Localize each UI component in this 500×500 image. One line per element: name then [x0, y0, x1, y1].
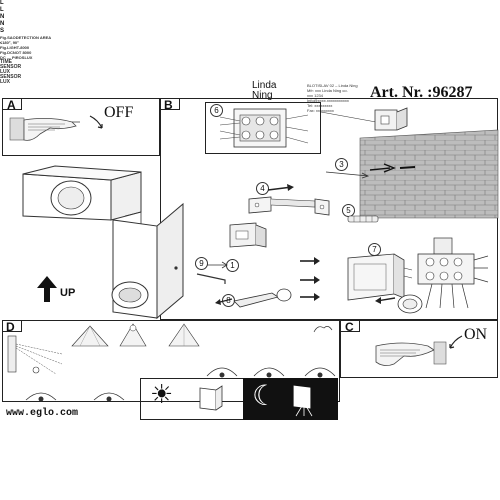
lux-dial[interactable]	[303, 362, 337, 378]
sensor-cover-arrow	[375, 297, 396, 304]
panel-b-label-box	[160, 98, 180, 110]
screw-arrow-3	[300, 293, 320, 301]
screwdriver-arrow	[207, 261, 228, 269]
sensor-dial-2[interactable]	[24, 388, 58, 402]
light-range-diagram	[119, 323, 147, 347]
terminal-label-l1: L	[0, 0, 4, 6]
lux-label-2: LUX	[0, 79, 10, 85]
brand-line-1: Linda	[252, 80, 277, 91]
screw-arrow-2	[300, 276, 320, 284]
sensor-label-2: SENSOR	[0, 74, 22, 80]
panel-c-label: C	[345, 320, 354, 334]
detection-area-caption: Fig.SAODETECTION AREA	[0, 35, 52, 40]
panel-a	[2, 98, 160, 156]
dc-pirolux-label: DC — PIROSLUX	[0, 55, 33, 60]
sun-icon: ☀	[150, 380, 174, 410]
terminal-block-illustration	[219, 108, 309, 148]
panel-c	[340, 320, 498, 378]
bracket-top-illustration	[374, 107, 408, 131]
small-line: BLOTISLAV 02 – Linda Ning	[307, 83, 358, 88]
panel-b-label: B	[164, 98, 173, 112]
small-line: xxx 1234	[307, 93, 324, 98]
hand-switch-off-illustration	[9, 117, 80, 141]
panel-a-label-box	[2, 98, 22, 110]
housing-top-part	[229, 222, 267, 248]
gland-arrow	[215, 298, 233, 305]
sensor-angle-caption: ≤180°, 90°	[0, 40, 19, 45]
detail-leader-line	[320, 111, 377, 123]
time-dial[interactable]	[205, 362, 239, 378]
step-3-marker: 3	[335, 158, 348, 171]
drill-arrow	[325, 171, 370, 179]
up-arrow-icon	[37, 276, 57, 302]
sensor-cover	[397, 294, 423, 314]
panel-d-label-box	[2, 320, 22, 332]
terminal-label-s: S	[0, 28, 5, 34]
brand-name: Linda Ning	[252, 81, 276, 101]
cable-gland	[233, 288, 292, 308]
lamp-illustration	[22, 165, 184, 320]
brick-wall	[359, 129, 499, 219]
lux-dial-2[interactable]	[92, 388, 126, 402]
detection-area-diagram	[7, 335, 63, 375]
step-4-arrow	[267, 184, 294, 191]
brand-line-2: Ning	[252, 90, 273, 101]
terminal-block-wired	[417, 237, 489, 309]
panel-d	[2, 320, 340, 402]
panel-c-label-box	[340, 320, 360, 332]
panel-a-label: A	[7, 98, 16, 112]
hand-switch-on-illustration	[375, 341, 447, 366]
article-number: Art. Nr. :96287	[370, 84, 473, 101]
screw-arrow-1	[300, 257, 320, 265]
time-label: TIME	[0, 59, 12, 65]
lamp-small-icon	[199, 385, 223, 411]
off-label: OFF	[104, 104, 134, 121]
off-arrow	[89, 115, 103, 129]
step-4-marker: 4	[256, 182, 269, 195]
moon-icon: ☾	[252, 379, 278, 412]
footer-url[interactable]: www.eglo.com	[6, 408, 79, 419]
terminal-detail-frame	[205, 102, 321, 154]
hand-sensor-icon	[313, 326, 333, 333]
terminal-label-n2: N	[0, 21, 5, 27]
terminal-label-n1: N	[0, 14, 5, 20]
screw-anchor	[347, 215, 379, 223]
step-6-marker: 6	[210, 104, 223, 117]
on-label: ON	[464, 326, 488, 343]
sensor-label: SENSOR	[0, 64, 22, 70]
lux-label: LUX	[0, 69, 10, 75]
on-arrow	[449, 335, 463, 349]
step-9-marker: 9	[195, 257, 208, 270]
mounting-bracket	[248, 196, 330, 216]
terminal-label-l2: L	[0, 7, 4, 13]
small-line: Info@xxxx.xxxxxxxxxxx	[307, 98, 349, 103]
allen-key	[196, 273, 226, 284]
small-line: Tel: xxxxxxxxx	[307, 103, 333, 108]
panel-d-label: D	[6, 320, 15, 334]
sensor-angle-diagram	[71, 325, 109, 347]
sensor-dial[interactable]	[252, 362, 286, 378]
small-line: Mfr: xxx Linda Ning co.	[307, 88, 348, 93]
night-panel	[243, 378, 338, 420]
lamp-light-icon	[293, 385, 313, 417]
dot-caption: Fig.DCNOT 8000	[0, 50, 32, 55]
dot-range-diagram	[168, 323, 200, 347]
junction-box-open	[347, 253, 413, 301]
up-label: UP	[60, 287, 76, 299]
light-caption: Fig.LIGHT-8000	[0, 45, 30, 50]
